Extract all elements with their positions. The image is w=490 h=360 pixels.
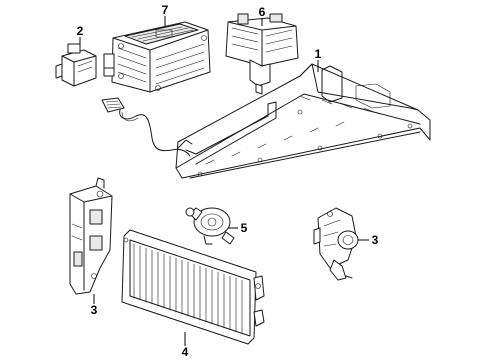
callout-2: 2 [77, 24, 84, 46]
coolant-pump [185, 207, 235, 245]
callout-6: 6 [259, 5, 266, 26]
callout-label: 6 [259, 5, 266, 19]
callout-3-left: 3 [91, 294, 98, 317]
left-bracket [69, 177, 113, 295]
charger-module [225, 13, 299, 95]
radiator [121, 229, 265, 345]
valve-assembly [313, 207, 359, 281]
callout-label: 3 [91, 303, 98, 317]
callout-7: 7 [162, 3, 169, 26]
callout-label: 7 [162, 3, 169, 17]
callout-label: 1 [315, 47, 322, 61]
callout-label: 5 [241, 221, 248, 235]
callout-3-right: 3 [358, 233, 379, 247]
callout-label: 4 [182, 345, 189, 359]
callout-4: 4 [182, 332, 189, 359]
callout-1: 1 [315, 47, 322, 72]
control-module [55, 43, 97, 87]
callout-label: 3 [372, 233, 379, 247]
callout-label: 2 [77, 24, 84, 38]
battery-tray [175, 63, 431, 179]
inverter-module [103, 21, 211, 93]
wiring-harness [101, 97, 193, 157]
callout-5: 5 [228, 221, 248, 235]
